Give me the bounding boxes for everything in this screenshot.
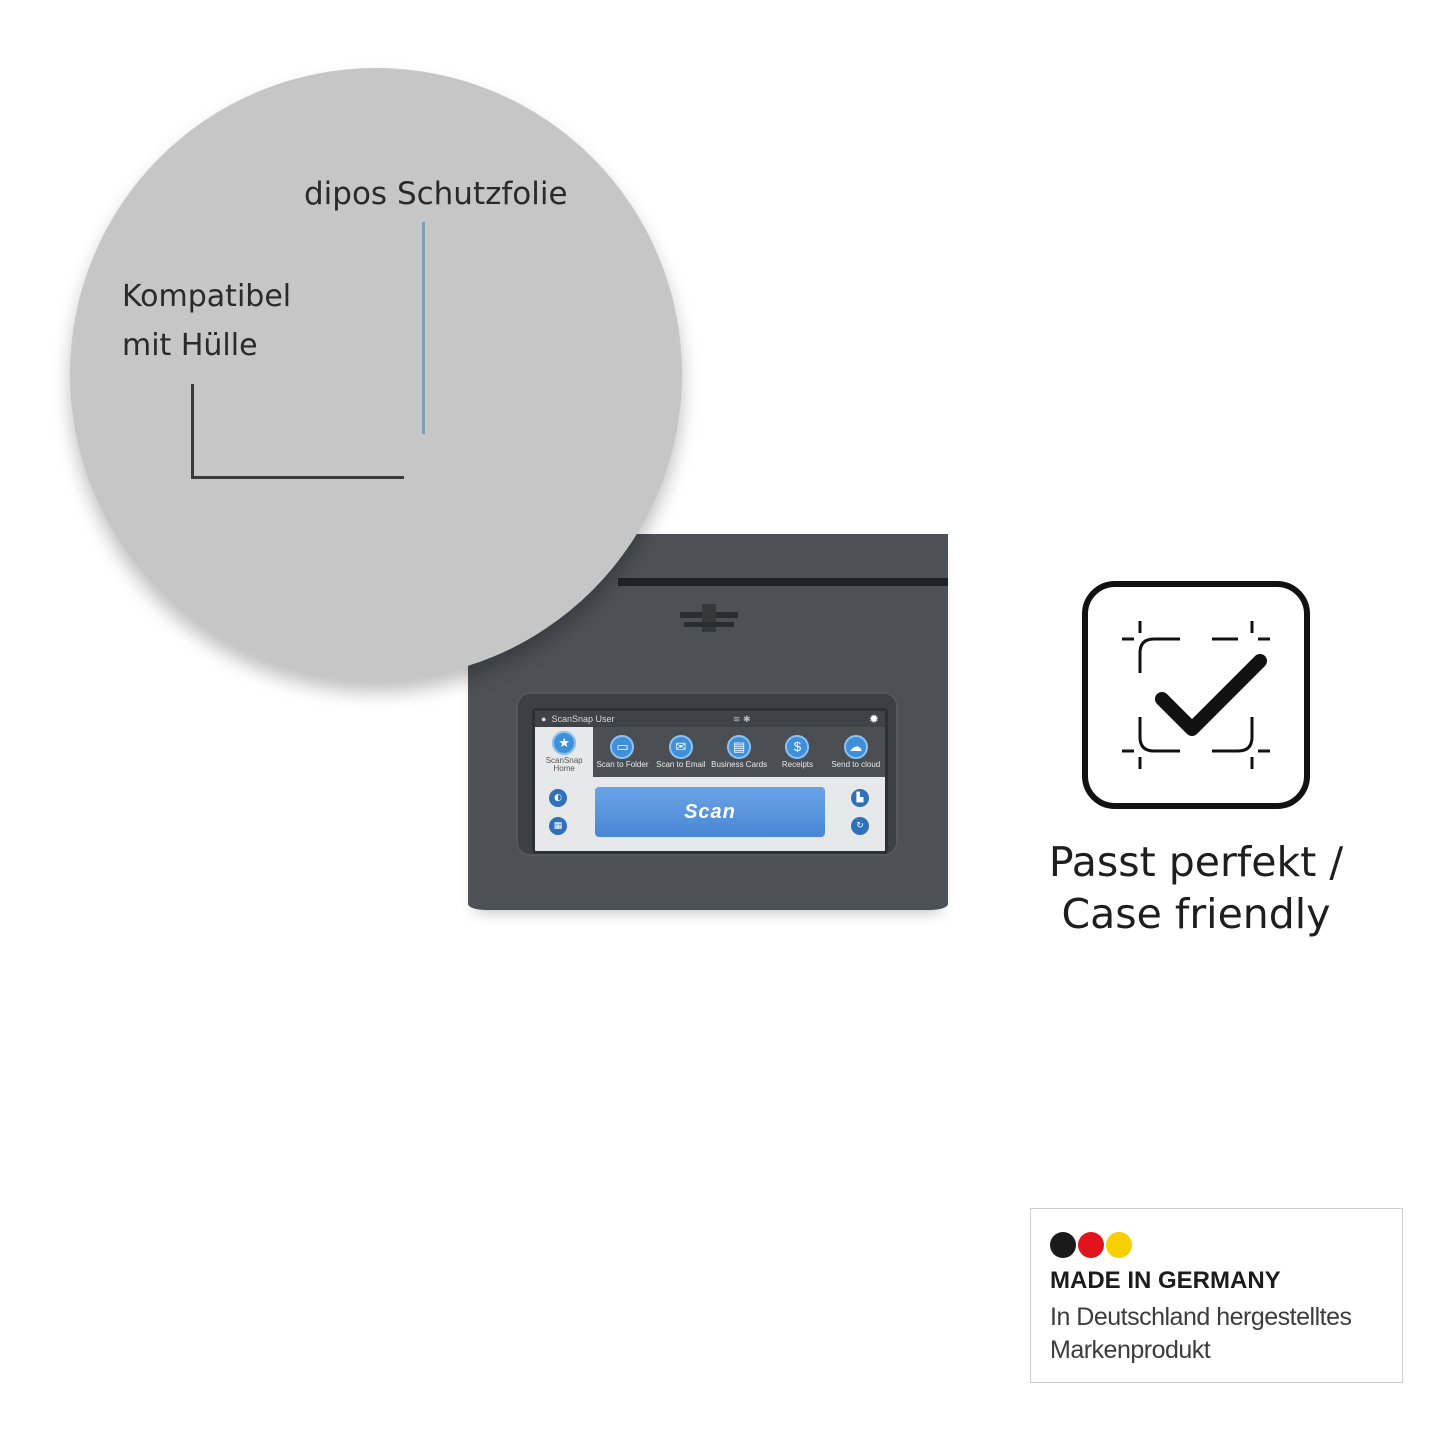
mig-subtitle: In Deutschland hergestelltes Markenprodu…	[1050, 1301, 1352, 1367]
case-text-line-1: Passt perfekt /	[1048, 838, 1344, 886]
user-icon: ●	[541, 714, 547, 724]
case-pointer-horizontal	[191, 476, 404, 479]
tab-scan-to-folder[interactable]: ▭ Scan to Folder	[593, 727, 651, 777]
flag-dot-gold	[1106, 1232, 1132, 1258]
compat-line-2: mit Hülle	[122, 328, 258, 363]
tab-scan-to-email[interactable]: ✉ Scan to Email	[652, 727, 710, 777]
card-icon: ▤	[727, 735, 752, 759]
german-flag-dots	[1050, 1232, 1132, 1258]
tab-send-to-cloud[interactable]: ☁ Send to cloud	[827, 727, 885, 777]
mail-icon: ✉	[668, 735, 693, 759]
film-label: dipos Schutzfolie	[304, 176, 568, 212]
tab-scansnap-home[interactable]: ★ ScanSnap Home	[535, 727, 594, 777]
paper-slot-left	[618, 578, 848, 586]
rotate-icon[interactable]: ↻	[851, 817, 869, 835]
cloud-icon: ☁	[843, 735, 868, 759]
star-icon: ★	[552, 731, 577, 755]
receipt-icon: $	[785, 735, 810, 759]
tab-label: ScanSnap Home	[545, 756, 583, 773]
flag-dot-red	[1078, 1232, 1104, 1258]
tab-business-cards[interactable]: ▤ Business Cards	[710, 727, 768, 777]
mig-line-2: Markenprodukt	[1050, 1336, 1211, 1364]
tab-receipts[interactable]: $ Receipts	[768, 727, 826, 777]
case-text-line-2: Case friendly	[1061, 890, 1331, 938]
screen-tabs: ★ ScanSnap Home ▭ Scan to Folder ✉ Scan …	[535, 727, 885, 777]
mig-title: MADE IN GERMANY	[1050, 1267, 1281, 1294]
touch-screen: ● ScanSnap User ≋ ✱ ✹ ★ ScanSnap Home ▭ …	[532, 708, 888, 854]
made-in-germany-card: MADE IN GERMANY In Deutschland hergestel…	[1030, 1208, 1403, 1383]
film-pointer-line	[422, 222, 425, 434]
case-friendly-text: Passt perfekt / Case friendly	[1020, 836, 1372, 940]
scanner-device: ● ScanSnap User ≋ ✱ ✹ ★ ScanSnap Home ▭ …	[468, 534, 948, 910]
tab-label: Send to cloud	[831, 760, 881, 769]
compat-line-1: Kompatibel	[122, 279, 292, 314]
compat-label: Kompatibel mit Hülle	[122, 272, 291, 370]
auto-side-icon[interactable]: ▙	[851, 789, 869, 807]
auto-quality-icon[interactable]: ▦	[549, 817, 567, 835]
gear-icon[interactable]: ✹	[868, 712, 879, 726]
tab-label: Scan to Email	[656, 760, 706, 769]
paper-slot-right	[738, 578, 948, 586]
wifi-icon: ≋ ✱	[732, 714, 751, 724]
tab-label: Scan to Folder	[596, 760, 649, 769]
case-pointer-vertical	[191, 384, 194, 479]
paper-guide-clip	[680, 604, 738, 632]
tab-label: Receipts	[781, 760, 814, 769]
screen-status-bar: ● ScanSnap User ≋ ✱ ✹	[535, 711, 885, 727]
user-label: ScanSnap User	[551, 714, 615, 724]
mig-line-1: In Deutschland hergestelltes	[1050, 1303, 1352, 1331]
folder-icon: ▭	[610, 735, 635, 759]
auto-color-icon[interactable]: ◐	[549, 789, 567, 807]
screen-body: ◐ ▦ Scan ▙ ↻	[535, 777, 885, 851]
callout-circle	[70, 68, 682, 680]
flag-dot-black	[1050, 1232, 1076, 1258]
scan-button[interactable]: Scan	[595, 787, 825, 837]
tab-label: Business Cards	[711, 760, 768, 769]
checkmark-icon	[1082, 581, 1310, 809]
